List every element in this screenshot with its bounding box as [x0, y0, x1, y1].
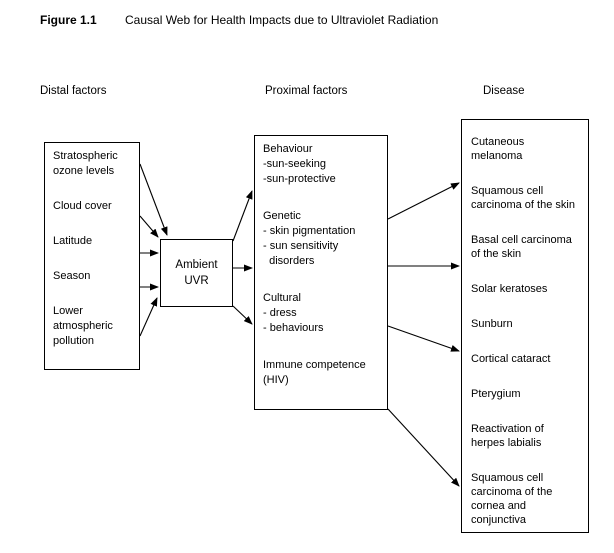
column-header-distal-factors: Distal factors — [40, 85, 107, 97]
arrow-uvr-to-proximal-1 — [232, 190, 253, 242]
disease-item-basal-cell-carcinoma-skin: Basal cell carcinoma of the skin — [471, 234, 572, 260]
distal-item-stratospheric-ozone: Stratospheric ozone levels — [53, 150, 118, 177]
proximal-group-genetic: Genetic - skin pigmentation - sun sensit… — [263, 210, 356, 267]
disease-item-pterygium: Pterygium — [471, 388, 521, 400]
disease-item-squamous-cell-carcinoma-cornea: Squamous cell carcinoma of the cornea an… — [471, 472, 553, 526]
arrow-distal-to-uvr-1 — [139, 163, 168, 236]
disease-item-cortical-cataract: Cortical cataract — [471, 353, 551, 365]
ambient-uvr-box: Ambient UVR — [160, 239, 233, 307]
proximal-group-cultural: Cultural - dress - behaviours — [263, 292, 324, 334]
disease-item-squamous-cell-carcinoma-skin: Squamous cell carcinoma of the skin — [471, 185, 575, 211]
arrow-distal-to-uvr-5 — [139, 297, 158, 337]
ambient-uvr-label: Ambient UVR — [175, 259, 218, 287]
distal-item-season: Season — [53, 270, 91, 282]
arrow-proximal-to-disease-4 — [387, 408, 460, 487]
distal-item-latitude: Latitude — [53, 235, 93, 247]
proximal-factors-box: Behaviour -sun-seeking -sun-protective G… — [254, 135, 388, 410]
figure-number: Figure 1.1 — [40, 13, 97, 27]
disease-box: Cutaneous melanoma Squamous cell carcino… — [461, 119, 589, 533]
distal-item-lower-atmospheric-pollution: Lower atmospheric pollution — [53, 305, 113, 347]
proximal-group-behaviour: Behaviour -sun-seeking -sun-protective — [263, 143, 336, 185]
figure-caption: Causal Web for Health Impacts due to Ult… — [125, 13, 439, 27]
disease-item-cutaneous-melanoma: Cutaneous melanoma — [471, 136, 525, 162]
arrow-uvr-to-proximal-3 — [232, 305, 253, 325]
proximal-group-immune-competence: Immune competence (HIV) — [263, 359, 366, 386]
arrow-proximal-to-disease-1 — [387, 182, 460, 220]
disease-item-herpes-labialis: Reactivation of herpes labialis — [471, 423, 544, 449]
distal-item-cloud-cover: Cloud cover — [53, 200, 112, 212]
arrow-distal-to-uvr-2 — [139, 215, 159, 238]
distal-factors-box: Stratospheric ozone levels Cloud cover L… — [44, 142, 140, 370]
column-header-proximal-factors: Proximal factors — [265, 85, 348, 97]
arrow-proximal-to-disease-3 — [387, 325, 460, 352]
disease-item-sunburn: Sunburn — [471, 318, 513, 330]
column-header-disease: Disease — [483, 85, 525, 97]
disease-item-solar-keratoses: Solar keratoses — [471, 283, 548, 295]
